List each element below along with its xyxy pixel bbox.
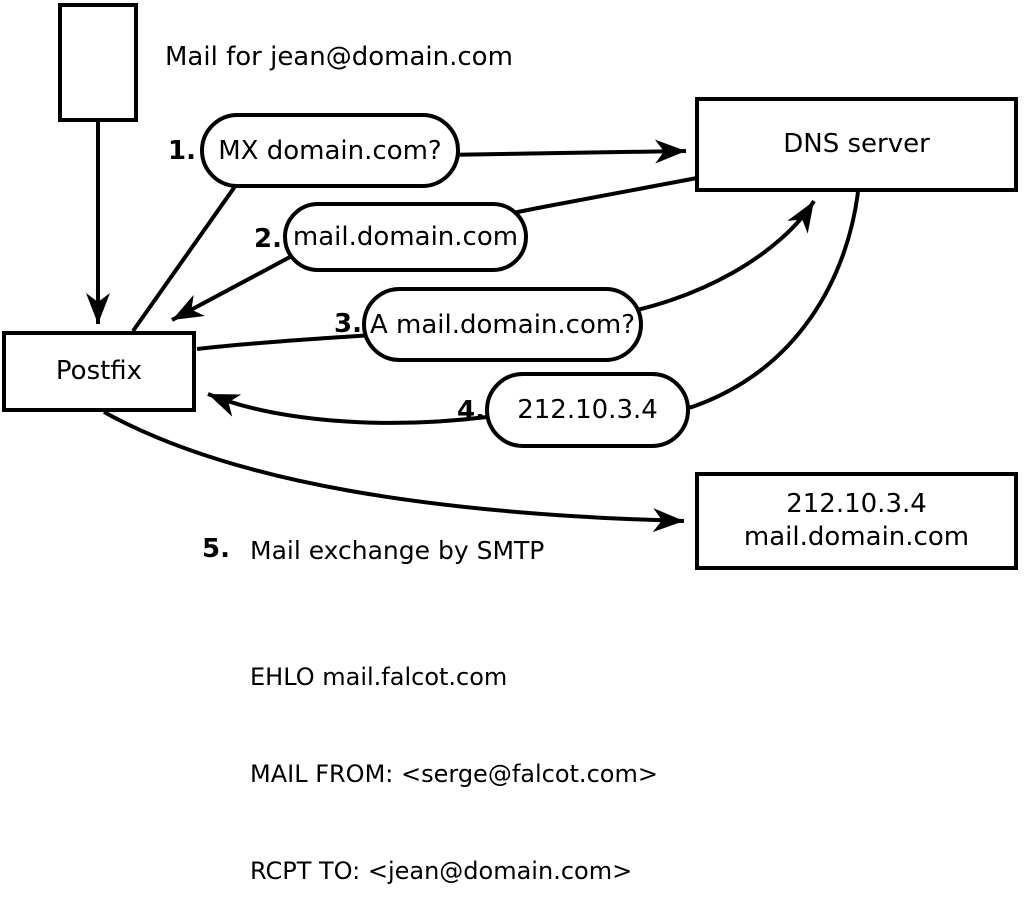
step-5-number: 5. bbox=[202, 534, 230, 564]
mail-server-hostname: mail.domain.com bbox=[743, 522, 970, 552]
mail-message-box bbox=[58, 3, 138, 122]
mail-heading: Mail for jean@domain.com bbox=[165, 42, 513, 72]
smtp-session-transcript: EHLO mail.falcot.com MAIL FROM: <serge@f… bbox=[250, 596, 658, 919]
step-4-number: 4. bbox=[457, 396, 485, 426]
step-2-response-mx-pill: mail.domain.com bbox=[283, 202, 528, 272]
mail-server-ip: 212.10.3.4 bbox=[786, 489, 927, 519]
postfix-node: Postfix bbox=[2, 331, 196, 412]
step-2-number: 2. bbox=[254, 224, 282, 254]
dns-server-node: DNS server bbox=[695, 97, 1018, 192]
step-3-query-a-pill: A mail.domain.com? bbox=[362, 287, 643, 362]
step-1-number: 1. bbox=[168, 136, 196, 166]
mail-server-node: 212.10.3.4 mail.domain.com bbox=[695, 472, 1018, 570]
step-4-response-a-pill: 212.10.3.4 bbox=[485, 372, 690, 448]
step-1-query-mx-pill: MX domain.com? bbox=[200, 113, 460, 188]
step-5-label: Mail exchange by SMTP bbox=[250, 536, 545, 565]
arrow-smtp-exchange bbox=[103, 410, 685, 533]
smtp-line: RCPT TO: <jean@domain.com> bbox=[250, 857, 633, 886]
smtp-line: MAIL FROM: <serge@falcot.com> bbox=[250, 760, 658, 789]
smtp-line: EHLO mail.falcot.com bbox=[250, 662, 508, 691]
step-3-number: 3. bbox=[334, 309, 362, 339]
